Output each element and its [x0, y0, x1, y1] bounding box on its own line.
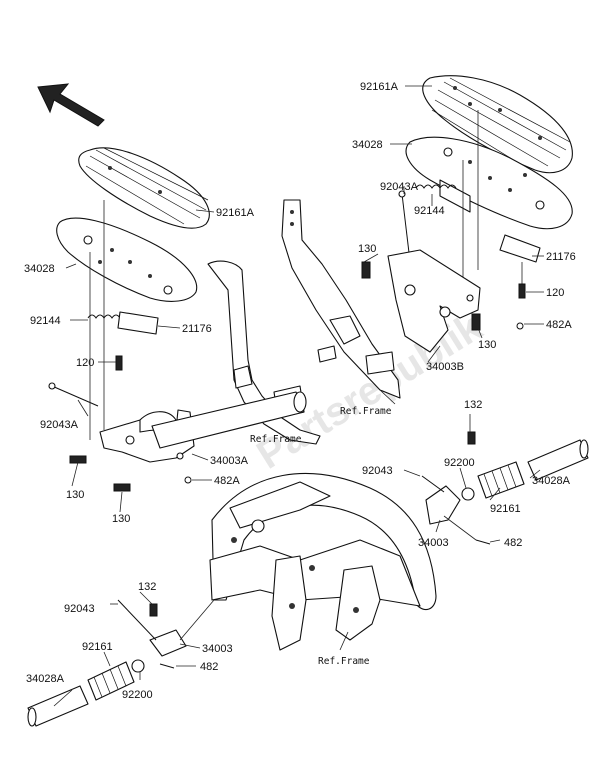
reference-labels: Ref.Frame Ref.Frame Ref.Frame [250, 406, 392, 667]
bolt-132-bottom [149, 603, 158, 617]
bolt-120-top [518, 283, 526, 299]
label-482-right: 482 [504, 537, 522, 549]
footpeg-rubber-bottom [87, 661, 135, 701]
pin-92043-bottom [117, 599, 157, 641]
label-120-top: 120 [546, 287, 564, 299]
ref-frame-label-1: Ref.Frame [340, 406, 392, 417]
clip-left [117, 311, 159, 335]
footpeg-cover-bottom [27, 685, 89, 727]
label-92161-bottom: 92161 [82, 641, 113, 653]
cotter-482-right [475, 539, 491, 545]
spring-top-right [415, 184, 457, 189]
label-92043A-left: 92043A [40, 419, 79, 431]
label-130-top2: 130 [478, 339, 496, 351]
label-130-left2: 130 [112, 513, 130, 525]
bolt-120-left [115, 355, 123, 371]
leader-lines [53, 85, 544, 707]
bolt-132-right [467, 431, 476, 445]
label-130-top: 130 [358, 243, 376, 255]
clip-top-right [499, 234, 541, 263]
washer-92200-right [461, 487, 475, 501]
crossmember-tube [151, 391, 307, 449]
label-130-left: 130 [66, 489, 84, 501]
bracket-34003B [387, 249, 481, 353]
floorboard-plate-left [56, 217, 198, 302]
label-482A-left: 482A [214, 475, 240, 487]
label-34028-top: 34028 [352, 139, 383, 151]
pivot-pin-left [48, 382, 99, 407]
pin-92043-right [421, 475, 445, 493]
frame-section-rear [281, 199, 401, 399]
label-92161A-left: 92161A [216, 207, 255, 219]
label-34028A-right: 34028A [532, 475, 571, 487]
part-labels: 92161A 34028 92043A 92144 130 21176 120 … [24, 81, 576, 701]
label-21176-left: 21176 [182, 323, 212, 335]
label-21176-top: 21176 [546, 251, 576, 263]
label-132-right: 132 [464, 399, 482, 411]
footpeg-cover-right [527, 439, 589, 481]
cotter-482A-top [516, 322, 524, 330]
label-92043A-top: 92043A [380, 181, 419, 193]
label-34003-right: 34003 [418, 537, 449, 549]
label-34003-bottom: 34003 [202, 643, 233, 655]
label-92043-right: 92043 [362, 465, 393, 477]
bolt-130-top2 [471, 313, 481, 331]
washer-92200-bottom [131, 659, 145, 673]
main-frame [209, 472, 437, 651]
label-92200-bottom: 92200 [122, 689, 153, 701]
label-34028-left: 34028 [24, 263, 55, 275]
bolt-130-left [69, 455, 87, 464]
label-92144-top: 92144 [414, 205, 445, 217]
label-482A-top: 482A [546, 319, 572, 331]
footpeg-bracket-right [425, 485, 461, 525]
floorboard-rubber-top-right [422, 75, 573, 174]
floorboard-rubber-left [78, 147, 210, 229]
bolt-130-left2 [113, 483, 131, 492]
label-92161-right: 92161 [490, 503, 521, 515]
label-92043-bottom: 92043 [64, 603, 95, 615]
label-482-bottom: 482 [200, 661, 218, 673]
cotter-482A-left [184, 476, 192, 484]
label-92161A-top: 92161A [360, 81, 399, 93]
ref-frame-label-2: Ref.Frame [250, 434, 302, 445]
footpeg-rubber-right [477, 461, 525, 499]
label-120-left: 120 [76, 357, 94, 369]
bolt-130-top [361, 261, 371, 279]
ref-frame-label-3: Ref.Frame [318, 656, 370, 667]
label-34003A: 34003A [210, 455, 249, 467]
label-34028A-bottom: 34028A [26, 673, 65, 685]
front-arrow-icon [37, 83, 105, 127]
cotter-482-bottom [159, 663, 175, 669]
label-132-bottom: 132 [138, 581, 156, 593]
footpeg-bracket-lower [149, 629, 187, 657]
label-92144-left: 92144 [30, 315, 61, 327]
label-34003B: 34003B [426, 361, 464, 373]
label-92200-right: 92200 [444, 457, 475, 469]
